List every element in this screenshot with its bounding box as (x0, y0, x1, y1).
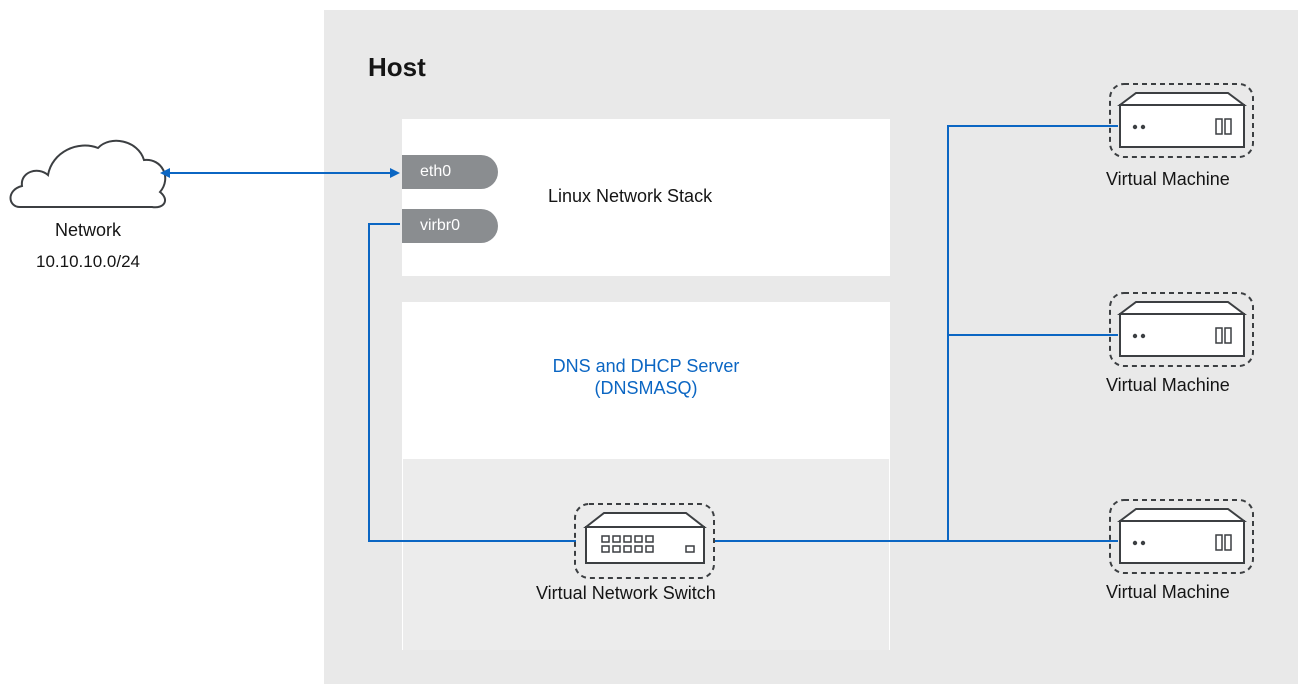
virbr0-switch-link (368, 223, 576, 542)
vm-label-1: Virtual Machine (1106, 169, 1230, 189)
server-icon (1109, 499, 1254, 574)
network-switch-icon (574, 503, 715, 579)
server-icon (1109, 83, 1254, 158)
eth0-interface: eth0 (402, 155, 498, 189)
linux-network-stack-box (402, 119, 890, 276)
server-icon (1109, 292, 1254, 367)
cloud-icon (9, 139, 167, 209)
vm-label-3: Virtual Machine (1106, 582, 1230, 602)
virbr0-interface: virbr0 (402, 209, 498, 243)
linux-network-stack-label: Linux Network Stack (548, 186, 713, 206)
dns-dhcp-server-label: DNS and DHCP Server (DNSMASQ) (496, 355, 796, 399)
vm-bus-link (947, 125, 1118, 541)
network-label: Network (54, 220, 121, 240)
host-title: Host (368, 52, 426, 82)
vm-label-2: Virtual Machine (1106, 375, 1230, 395)
virtual-switch-label: Virtual Network Switch (536, 583, 716, 603)
dns-label-line1: DNS and DHCP Server (552, 356, 740, 376)
dns-label-line2: (DNSMASQ) (594, 378, 698, 398)
network-subnet-label: 10.10.10.0/24 (36, 252, 140, 271)
